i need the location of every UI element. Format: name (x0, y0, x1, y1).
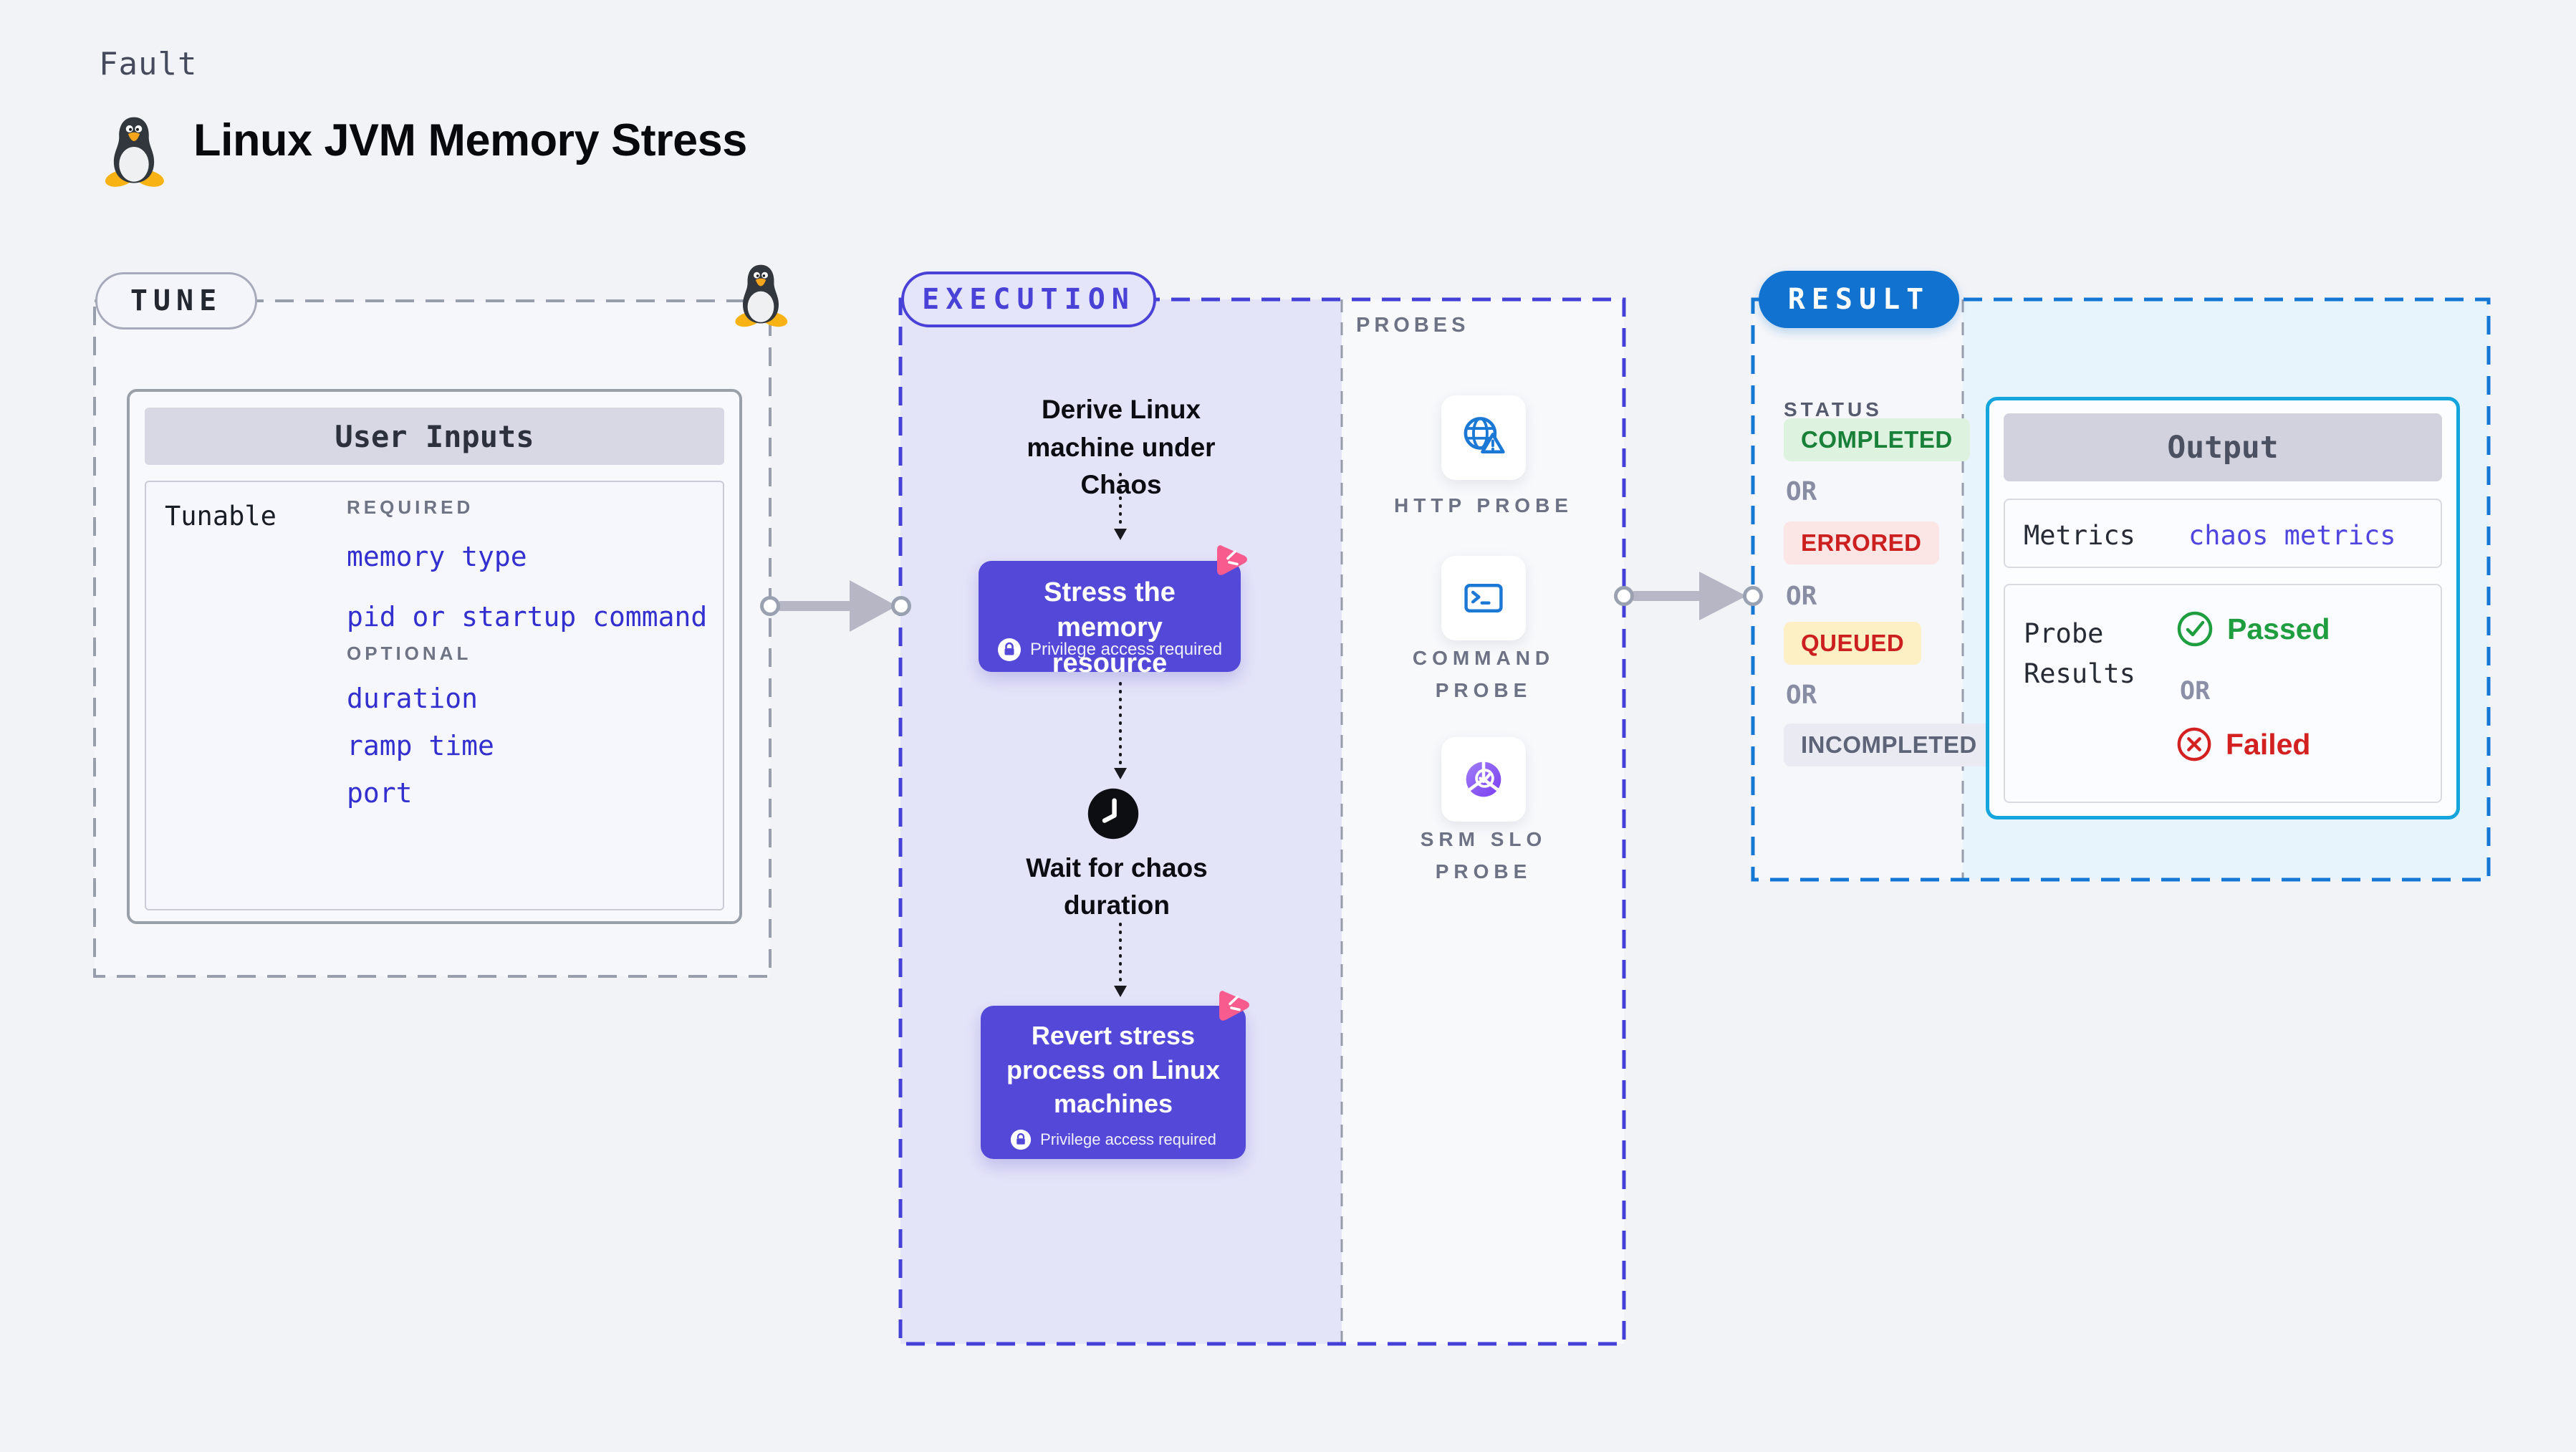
user-inputs-card: User Inputs Tunable REQUIRED memory type… (127, 389, 742, 924)
metrics-label: Metrics (2024, 520, 2135, 551)
page-title: Linux JVM Memory Stress (193, 115, 747, 165)
step-stress-memory-node: Stress the memory resource Privilege acc… (979, 561, 1241, 678)
command-probe-label: COMMAND PROBE (1412, 647, 1555, 701)
dotted-arrow-icon (1114, 923, 1127, 997)
tunable-item-ramp-time: ramp time (347, 730, 494, 761)
probe-results-label: Probe Results (2024, 618, 2135, 689)
status-badge-queued: QUEUED (1784, 622, 1922, 665)
failed-result: Failed (2176, 726, 2310, 763)
lock-icon (997, 638, 1021, 661)
metrics-value: chaos metrics (2188, 520, 2396, 551)
terminal-icon (1464, 584, 1503, 612)
privilege-note: Privilege access required (1040, 1130, 1216, 1148)
srm-slo-probe-label: SRM SLO PROBE (1420, 828, 1547, 883)
check-circle-icon (2177, 611, 2213, 647)
tunable-list: Tunable REQUIRED memory type pid or star… (145, 481, 724, 910)
status-region-fill (1753, 299, 1963, 880)
status-badge-incompleted: INCOMPLETED (1784, 723, 1994, 766)
status-badge-errored: ERRORED (1784, 521, 1939, 564)
execution-stage-pill: EXECUTION (901, 271, 1156, 327)
or-separator: OR (1786, 681, 1817, 710)
step-derive-machine: Derive Linux machine under Chaos (1027, 395, 1216, 500)
status-badge-completed: COMPLETED (1784, 418, 1970, 461)
required-section-label: REQUIRED (347, 496, 474, 518)
flow-arrow-icon (760, 580, 911, 632)
slo-donut-check-icon (1466, 759, 1501, 797)
fault-kicker: Fault (99, 46, 198, 82)
lock-icon (1010, 1129, 1032, 1150)
probe-results-row: Probe Results Passed OR Failed (2004, 584, 2442, 803)
privilege-note-row: Privilege access required (981, 1129, 1246, 1150)
tunable-item-pid-or-startup-command: pid or startup command (347, 601, 708, 633)
optional-section-label: OPTIONAL (347, 643, 472, 664)
tux-icon (735, 264, 788, 327)
passed-result: Passed (2176, 610, 2330, 648)
or-separator: OR (1786, 477, 1817, 506)
chaos-icon (1217, 545, 1247, 575)
user-inputs-header: User Inputs (145, 408, 724, 465)
revert-node-label: Revert stress process on Linux machines (1006, 1021, 1221, 1119)
tunable-item-memory-type: memory type (347, 541, 527, 572)
http-probe-card (1441, 395, 1526, 480)
execution-stage-label: EXECUTION (922, 283, 1135, 316)
x-circle-icon (2177, 727, 2211, 761)
metrics-row: Metrics chaos metrics (2004, 499, 2442, 568)
or-separator: OR (1786, 582, 1817, 611)
clock-icon (1087, 788, 1139, 840)
tune-stage-pill: TUNE (95, 272, 257, 330)
step-wait-duration: Wait for chaos duration (1026, 853, 1208, 920)
command-probe-card (1441, 556, 1526, 640)
chaos-icon (1219, 991, 1249, 1021)
tunable-item-duration: duration (347, 683, 479, 714)
result-stage-pill: RESULT (1759, 271, 1959, 328)
srm-slo-probe-card (1441, 737, 1526, 822)
flow-arrow-icon (1614, 572, 1763, 620)
failed-label: Failed (2226, 727, 2311, 761)
tunable-row-label: Tunable (165, 501, 277, 532)
probes-panel-label: PROBES (1356, 314, 1470, 337)
dotted-arrow-icon (1114, 682, 1127, 779)
result-stage-label: RESULT (1787, 283, 1931, 316)
stress-node-label: Stress the memory resource (1044, 577, 1176, 678)
tune-stage-label: TUNE (130, 284, 223, 317)
passed-label: Passed (2227, 612, 2330, 645)
globe-alert-icon (1464, 417, 1505, 454)
http-probe-label: HTTP PROBE (1394, 494, 1573, 516)
privilege-note-row: Privilege access required (979, 638, 1241, 662)
privilege-note: Privilege access required (1029, 640, 1223, 659)
tux-icon (105, 117, 164, 187)
step-revert-stress-node: Revert stress process on Linux machines … (981, 1006, 1246, 1159)
tunable-item-port: port (347, 777, 413, 809)
or-separator: OR (2180, 677, 2211, 706)
output-card-header: Output (2004, 413, 2442, 481)
output-card: Output Metrics chaos metrics Probe Resul… (1986, 397, 2460, 819)
